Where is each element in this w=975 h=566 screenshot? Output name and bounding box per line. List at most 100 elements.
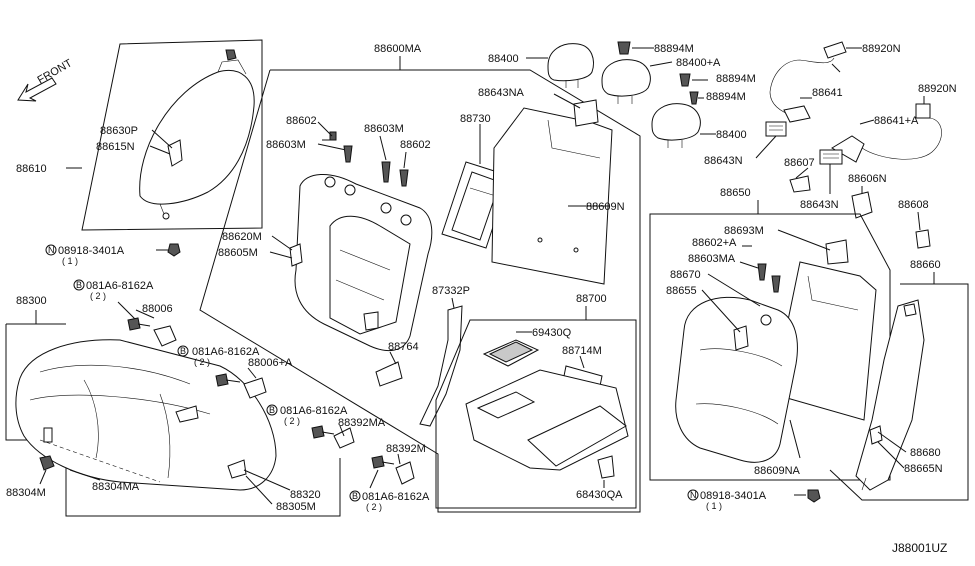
label-88610: 88610 — [16, 163, 47, 175]
clip-icon — [679, 73, 691, 87]
screw-icon — [343, 145, 353, 163]
cup-holder-69430Q — [482, 339, 540, 367]
label-88920N-b: 88920N — [918, 83, 957, 95]
label-88764: 88764 — [388, 341, 419, 353]
nut-icon — [167, 243, 181, 257]
label-88608: 88608 — [898, 199, 929, 211]
armrest-box — [81, 39, 263, 231]
bracket-88764 — [375, 361, 403, 387]
label-88602-a: 88602 — [286, 115, 317, 127]
clip-icon — [329, 131, 337, 141]
svg-text:B: B — [76, 280, 82, 290]
label-88300: 88300 — [16, 295, 47, 307]
label-88670: 88670 — [670, 269, 701, 281]
label-08918-left-qty: ( 1 ) — [62, 256, 78, 266]
bolt-icon — [311, 425, 335, 439]
n-marker-icon: N — [687, 489, 699, 501]
side-trim-box — [829, 283, 969, 501]
label-88655: 88655 — [666, 285, 697, 297]
label-88620M: 88620M — [222, 231, 262, 243]
label-081A6-8162A-4: 081A6-8162A — [362, 491, 430, 503]
label-88305M: 88305M — [276, 501, 316, 513]
label-88680: 88680 — [910, 447, 941, 459]
label-87332P: 87332P — [432, 285, 470, 297]
trim-87332P — [419, 305, 463, 427]
label-08918-right-qty: ( 1 ) — [706, 501, 722, 511]
screw-icon — [399, 169, 409, 187]
seatback-frame — [289, 173, 433, 352]
svg-text:N: N — [690, 490, 697, 500]
label-88602-b: 88602 — [400, 139, 431, 151]
label-88700: 88700 — [576, 293, 607, 305]
label-88665N: 88665N — [904, 463, 943, 475]
side-trim-part — [855, 299, 925, 491]
label-88304MA: 88304MA — [92, 481, 140, 493]
armrest-part — [139, 49, 255, 220]
label-88641A: 88641+A — [874, 115, 919, 127]
label-88630P: 88630P — [100, 125, 138, 137]
label-88600MA: 88600MA — [374, 43, 422, 55]
bracket-68430QA — [597, 455, 615, 479]
bolt-icon — [127, 317, 151, 331]
seat-cushion-part — [15, 339, 277, 491]
n-marker-icon: N — [45, 244, 57, 256]
bolt-icon — [371, 455, 395, 469]
label-88894M-b: 88894M — [716, 73, 756, 85]
label-081A6-2-qty: ( 2 ) — [194, 357, 210, 367]
b-marker-icon: B — [349, 490, 361, 502]
label-plate-88643N — [819, 149, 843, 165]
label-88643N-b: 88643N — [800, 199, 839, 211]
label-88660: 88660 — [910, 259, 941, 271]
headrest-88400-a — [547, 43, 594, 88]
label-88607: 88607 — [784, 157, 815, 169]
bracket-88006A — [243, 377, 267, 399]
label-88400-a: 88400 — [488, 53, 519, 65]
label-88304M: 88304M — [6, 487, 46, 499]
label-88609N: 88609N — [586, 201, 625, 213]
clip-icon — [39, 455, 55, 471]
label-081A6-8162A-1: 081A6-8162A — [86, 280, 154, 292]
label-88609NA: 88609NA — [754, 465, 801, 477]
label-plate-88643N — [765, 121, 787, 137]
label-08918-3401A-right: 08918-3401A — [700, 490, 767, 502]
svg-text:B: B — [352, 491, 358, 501]
label-88920N-a: 88920N — [862, 43, 901, 55]
label-88392M: 88392M — [386, 443, 426, 455]
screw-icon — [381, 161, 391, 183]
label-88603MA: 88603MA — [688, 253, 736, 265]
bracket-88606N — [851, 191, 873, 219]
label-88730: 88730 — [460, 113, 491, 125]
label-88602A: 88602+A — [692, 237, 737, 249]
clip-88608 — [915, 229, 931, 249]
label-88641: 88641 — [812, 87, 843, 99]
armrest-body — [465, 369, 629, 471]
right-seatback-part — [675, 296, 798, 463]
label-88603M-b: 88603M — [364, 123, 404, 135]
headrest-88400A — [601, 59, 651, 104]
clip-icon — [689, 91, 699, 105]
label-081A6-8162A-2: 081A6-8162A — [192, 346, 260, 358]
svg-text:B: B — [269, 405, 275, 415]
seatbelt-latch-88641 — [783, 105, 811, 123]
label-88400-b: 88400 — [716, 129, 747, 141]
label-88714M: 88714M — [562, 345, 602, 357]
diagram-code: J88001UZ — [892, 541, 947, 555]
bracket-88392M — [395, 461, 415, 485]
label-88894M-a: 88894M — [654, 43, 694, 55]
label-88615N: 88615N — [96, 141, 135, 153]
label-88400A: 88400+A — [676, 57, 721, 69]
label-88392MA: 88392MA — [338, 417, 386, 429]
label-88320: 88320 — [290, 489, 321, 501]
label-88894M-c: 88894M — [706, 91, 746, 103]
screw-icon — [771, 275, 781, 293]
label-88643NA: 88643NA — [478, 87, 525, 99]
right-back-panel — [779, 239, 877, 421]
clip-88607 — [789, 175, 811, 193]
back-panel-88609N — [491, 99, 613, 285]
b-marker-icon: B — [73, 279, 85, 291]
label-69430Q: 69430Q — [532, 327, 572, 339]
label-08918-3401A-left: 08918-3401A — [58, 245, 125, 257]
screw-icon — [757, 263, 767, 281]
clip-icon — [617, 41, 631, 55]
